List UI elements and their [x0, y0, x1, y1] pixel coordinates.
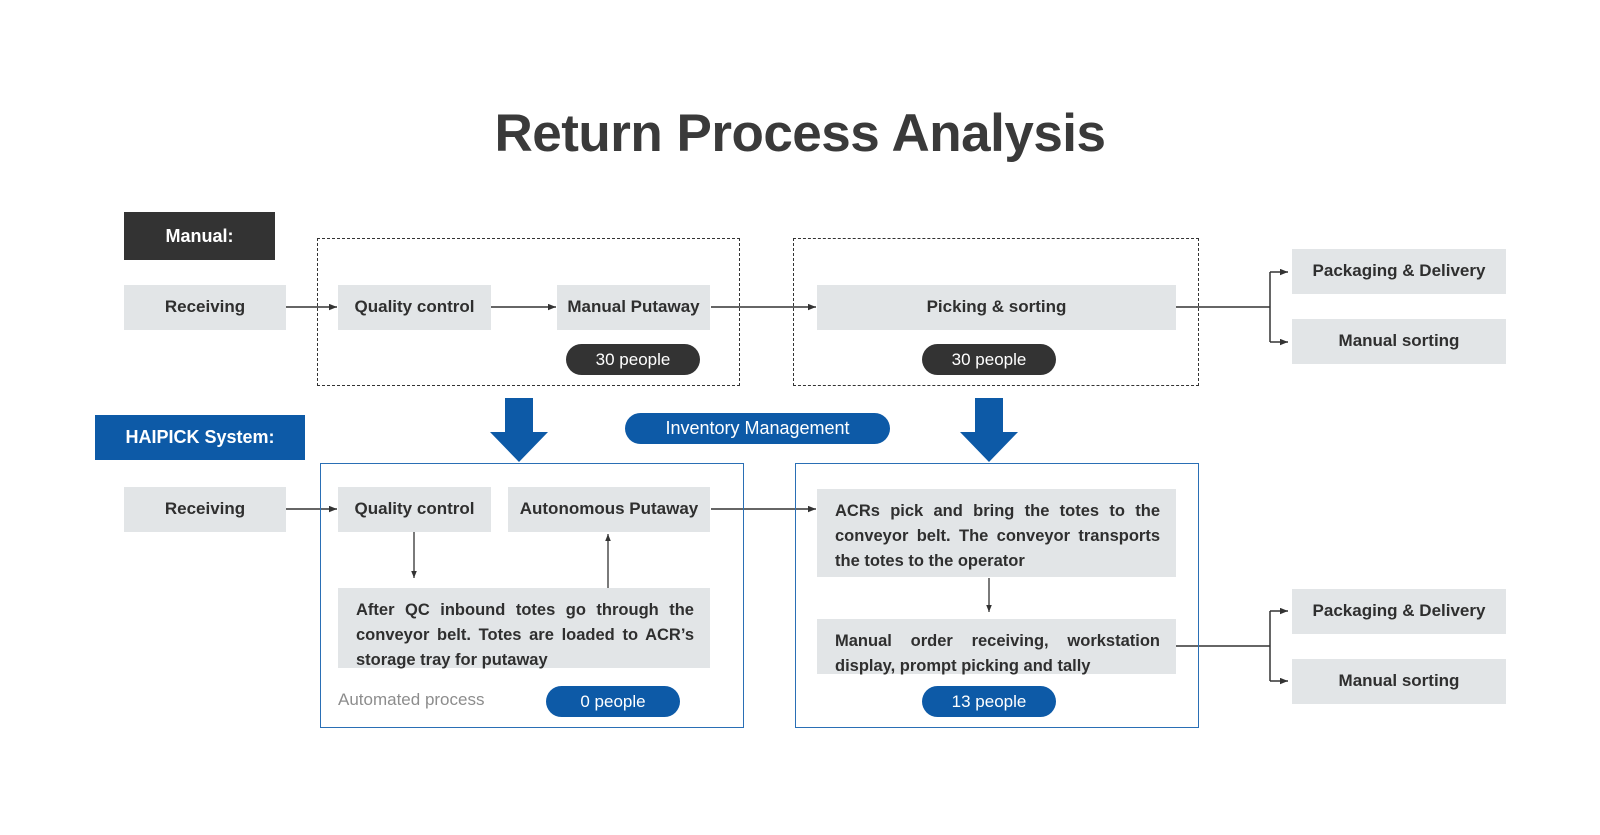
haipick-inbound-group-frame — [320, 463, 744, 728]
down-arrow-left — [490, 398, 548, 462]
haipick-receiving-box[interactable]: Receiving — [124, 487, 286, 532]
manual-output-packaging-delivery-box[interactable]: Packaging & Delivery — [1292, 249, 1506, 294]
automated-process-note: Automated process — [338, 690, 485, 709]
manual-picking-headcount-pill: 30 people — [922, 344, 1056, 375]
manual-section-label: Manual: — [124, 212, 275, 260]
haipick-output-packaging-delivery-box[interactable]: Packaging & Delivery — [1292, 589, 1506, 634]
haipick-picking-group-frame — [795, 463, 1199, 728]
haipick-qc-note-text: After QC inbound totes go through the co… — [356, 601, 694, 669]
manual-picking-group-frame — [793, 238, 1199, 386]
manual-picking-sorting-box[interactable]: Picking & sorting — [817, 285, 1176, 330]
down-arrow-right — [960, 398, 1018, 462]
manual-inbound-group-frame — [317, 238, 740, 386]
inventory-management-badge[interactable]: Inventory Management — [625, 413, 890, 444]
haipick-putaway-headcount-pill: 0 people — [546, 686, 680, 717]
manual-output-manual-sorting-box[interactable]: Manual sorting — [1292, 319, 1506, 364]
haipick-qc-note-box: After QC inbound totes go through the co… — [338, 588, 710, 669]
manual-putaway-box[interactable]: Manual Putaway — [557, 285, 710, 330]
page-title: Return Process Analysis — [494, 104, 1106, 163]
haipick-acr-note-text: ACRs pick and bring the totes to the con… — [835, 502, 1160, 570]
haipick-quality-control-box[interactable]: Quality control — [338, 487, 491, 532]
manual-receiving-box[interactable]: Receiving — [124, 285, 286, 330]
haipick-output-manual-sorting-box[interactable]: Manual sorting — [1292, 659, 1506, 704]
haipick-manual-note-text: Manual order receiving, workstation disp… — [835, 632, 1160, 675]
haipick-section-label: HAIPICK System: — [95, 415, 305, 460]
haipick-manual-note-box: Manual order receiving, workstation disp… — [817, 619, 1176, 675]
haipick-autonomous-putaway-box[interactable]: Autonomous Putaway — [508, 487, 710, 532]
haipick-picking-headcount-pill: 13 people — [922, 686, 1056, 717]
manual-putaway-headcount-pill: 30 people — [566, 344, 700, 375]
haipick-acr-note-box: ACRs pick and bring the totes to the con… — [817, 489, 1176, 577]
manual-quality-control-box[interactable]: Quality control — [338, 285, 491, 330]
